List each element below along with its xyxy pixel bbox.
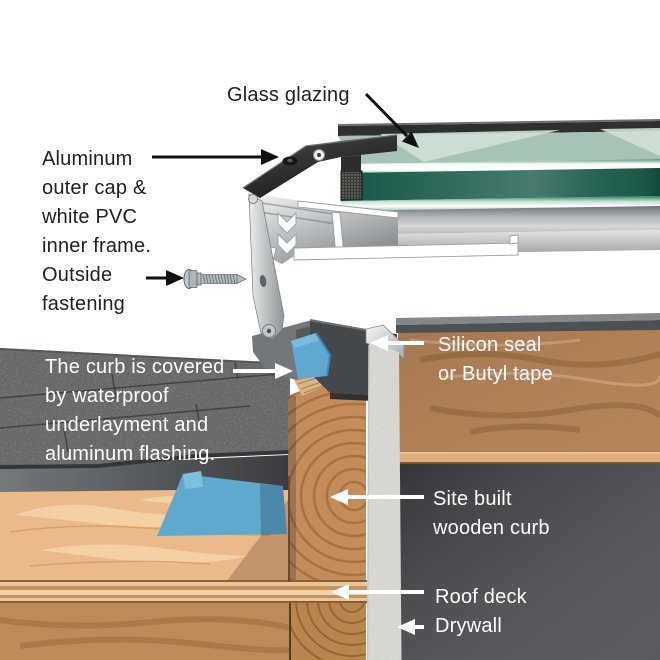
roof-exterior	[0, 348, 291, 582]
glazing-gasket	[341, 155, 361, 172]
label-glass-glazing: Glass glazing	[227, 84, 350, 106]
butyl-tape-edge	[315, 332, 332, 377]
label-drywall: Drywall	[435, 615, 502, 637]
label-silicon-seal: Silicon seal or Butyl tape	[438, 334, 553, 385]
underlayment-sheet	[157, 474, 287, 536]
cap-screw-hole-inner	[287, 158, 293, 163]
label-curb-covered: The curb is covered by waterproof underl…	[45, 356, 225, 465]
cap-edge-highlight	[242, 134, 398, 189]
shingle-top-edge	[0, 348, 291, 365]
deck-stripe	[0, 586, 367, 590]
flashing-highlight	[309, 319, 373, 332]
pane-edge-strip	[352, 159, 660, 173]
arrowhead-icon	[261, 149, 279, 165]
glass-glazing-unit	[330, 119, 660, 255]
body-shading	[254, 201, 341, 225]
deck-bottom-line	[0, 601, 367, 604]
interior-shade	[398, 464, 660, 660]
label-outside-fastening: Outside fastening	[42, 264, 125, 315]
rafter-grain	[0, 616, 293, 654]
cap-bead	[248, 194, 258, 204]
flashing-lip	[330, 393, 373, 401]
drywall-right-edge	[397, 351, 402, 660]
underlayment-tab	[183, 471, 203, 489]
deck-stripe	[0, 598, 367, 601]
aluminum-cap	[243, 135, 397, 198]
drywall-speckle	[367, 343, 401, 660]
pvc-curl-hole	[317, 153, 321, 157]
white-arrowheads	[275, 335, 415, 635]
underlayment-shadow	[260, 484, 287, 535]
arrowhead-icon	[402, 131, 419, 148]
frame-leg	[248, 193, 285, 340]
white-arrows	[233, 341, 424, 629]
glass-reflection	[380, 130, 560, 162]
leg-slot	[259, 275, 267, 287]
ceiling-trim	[398, 452, 660, 463]
deck-stripe	[0, 582, 367, 586]
interior-view	[396, 313, 660, 660]
arrowhead-icon	[275, 363, 293, 379]
deck-stripe	[0, 590, 367, 595]
label-roof-deck: Roof deck	[435, 586, 527, 608]
arrowhead-icon	[331, 584, 349, 600]
glass-reflection	[600, 128, 660, 156]
drywall-left-edge	[366, 344, 370, 660]
deck-top-line	[0, 580, 367, 582]
arrowhead-icon	[330, 489, 348, 505]
glass-glazing-arrow	[364, 92, 409, 138]
spacer-texture	[342, 172, 361, 199]
arrowhead-icon	[166, 270, 184, 286]
deck-stripe	[0, 595, 367, 598]
arrowhead-icon	[370, 335, 388, 351]
glass-mid-shine	[341, 168, 660, 201]
label-wooden-curb: Site built wooden curb	[433, 488, 550, 539]
screw-threads	[202, 274, 236, 284]
black-arrowheads	[166, 131, 419, 286]
leg-foot-hole	[266, 328, 272, 334]
label-aluminum-frame: Aluminum outer cap & white PVC inner fra…	[42, 148, 152, 257]
roof-deck-layer	[0, 476, 367, 660]
wooden-curb	[288, 378, 366, 582]
glazing-support-band	[330, 206, 660, 235]
ceiling-shade	[398, 326, 660, 452]
joist-rings	[290, 603, 366, 660]
black-arrows	[146, 92, 409, 280]
glass-top-highlight	[338, 119, 660, 126]
unit-underside-band-light	[396, 313, 660, 325]
curb-left-shade	[288, 396, 296, 582]
butyl-tape-top	[291, 333, 320, 348]
rafter	[0, 603, 290, 660]
skylight-frame	[242, 134, 519, 340]
unit-underside-band-dark	[396, 320, 660, 333]
shingle-bottom-edge	[0, 450, 291, 469]
curb-assembly	[252, 319, 405, 660]
screw-icon	[183, 269, 247, 289]
shingle-speckle-light	[0, 348, 290, 467]
plywood-streaks	[9, 525, 271, 567]
arrowhead-icon	[397, 619, 415, 635]
